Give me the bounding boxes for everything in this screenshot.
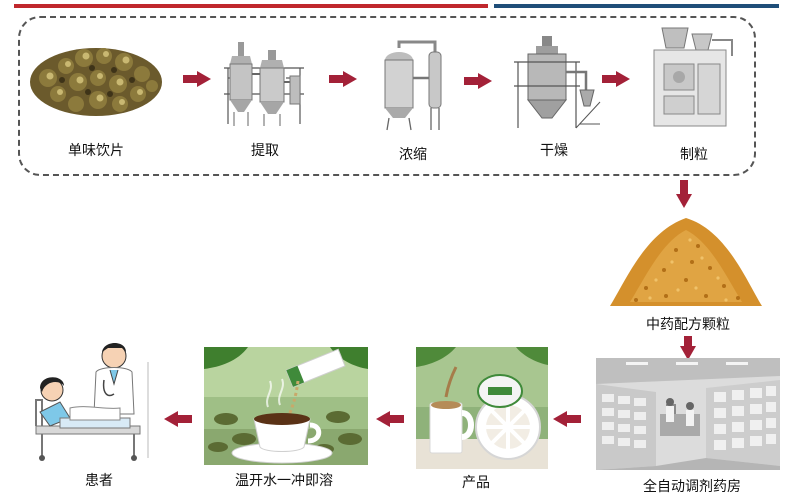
dissolving-cup-icon bbox=[204, 347, 368, 465]
spray-dryer-icon bbox=[514, 36, 601, 129]
step-granules bbox=[606, 210, 766, 310]
step-drying bbox=[514, 32, 604, 132]
concentrator-icon bbox=[384, 40, 442, 131]
step-label-concentration: 浓缩 bbox=[399, 147, 427, 163]
step-pharmacy bbox=[596, 358, 780, 470]
arrow-right-3 bbox=[464, 73, 492, 89]
arrow-left-3 bbox=[164, 411, 192, 427]
arrow-down-2 bbox=[680, 336, 696, 360]
arrow-right-2 bbox=[329, 71, 357, 87]
top-accent-bar-blue bbox=[494, 4, 779, 8]
production-process-frame bbox=[18, 16, 756, 176]
step-extraction bbox=[222, 34, 306, 130]
arrow-left-2 bbox=[376, 411, 404, 427]
herb-slices-icon bbox=[30, 48, 162, 116]
automated-pharmacy-icon bbox=[596, 358, 780, 470]
granule-pile-icon bbox=[610, 218, 762, 306]
step-label-patient: 患者 bbox=[85, 473, 113, 489]
step-label-extraction: 提取 bbox=[251, 143, 279, 159]
step-label-granulation: 制粒 bbox=[680, 147, 708, 163]
step-granulation bbox=[648, 26, 740, 134]
arrow-right-1 bbox=[183, 71, 211, 87]
step-label-product: 产品 bbox=[462, 475, 490, 491]
step-patient bbox=[30, 340, 150, 464]
step-label-herb-slices: 单味饮片 bbox=[68, 143, 124, 159]
extraction-tank-icon bbox=[224, 42, 304, 126]
step-label-drying: 干燥 bbox=[540, 143, 568, 159]
step-product bbox=[416, 347, 548, 469]
step-label-dissolve: 温开水一冲即溶 bbox=[235, 473, 333, 489]
step-dissolve bbox=[204, 347, 368, 465]
step-label-pharmacy: 全自动调剂药房 bbox=[643, 479, 741, 495]
step-label-granules: 中药配方颗粒 bbox=[646, 317, 730, 333]
patient-doctor-icon bbox=[35, 343, 149, 461]
arrow-left-1 bbox=[553, 411, 581, 427]
arrow-right-4 bbox=[602, 71, 630, 87]
arrow-down-1 bbox=[676, 180, 692, 208]
product-cup-icon bbox=[416, 347, 548, 469]
top-accent-bar-red bbox=[14, 4, 488, 8]
granulator-icon bbox=[653, 27, 733, 127]
step-herb-slices bbox=[28, 38, 164, 118]
step-concentration bbox=[377, 38, 449, 132]
